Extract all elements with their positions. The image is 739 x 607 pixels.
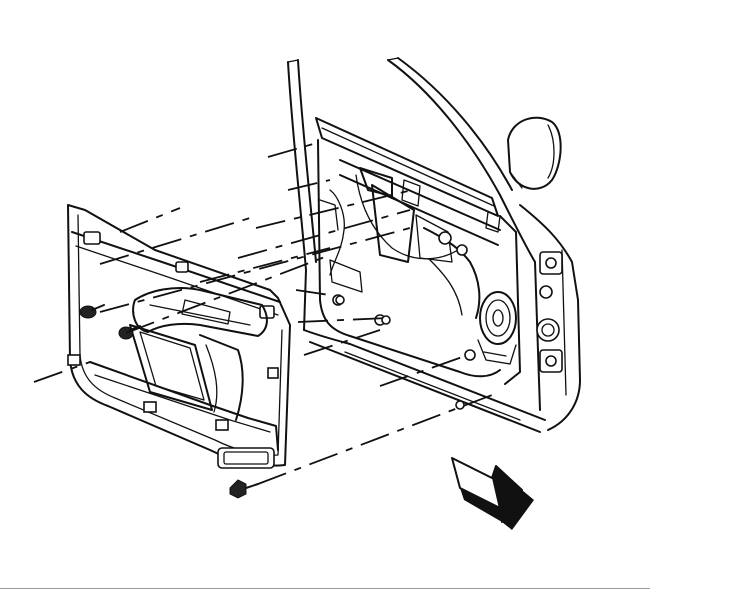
door-trim-panel xyxy=(67,204,291,469)
armrest xyxy=(132,287,268,337)
side-mirror xyxy=(507,116,562,190)
alignment-lines xyxy=(33,141,501,485)
door-check-boss xyxy=(536,318,560,342)
pocket-bezel xyxy=(129,324,213,411)
screw-upper-left xyxy=(79,304,105,319)
window-regulator xyxy=(319,159,501,361)
door-speaker xyxy=(477,291,517,365)
front-of-vehicle-arrow xyxy=(451,457,534,530)
screw-lower xyxy=(229,479,259,499)
bottom-rule xyxy=(0,588,650,589)
courtesy-lamp xyxy=(217,447,275,469)
door-shell xyxy=(287,57,581,433)
fasteners xyxy=(79,295,465,499)
